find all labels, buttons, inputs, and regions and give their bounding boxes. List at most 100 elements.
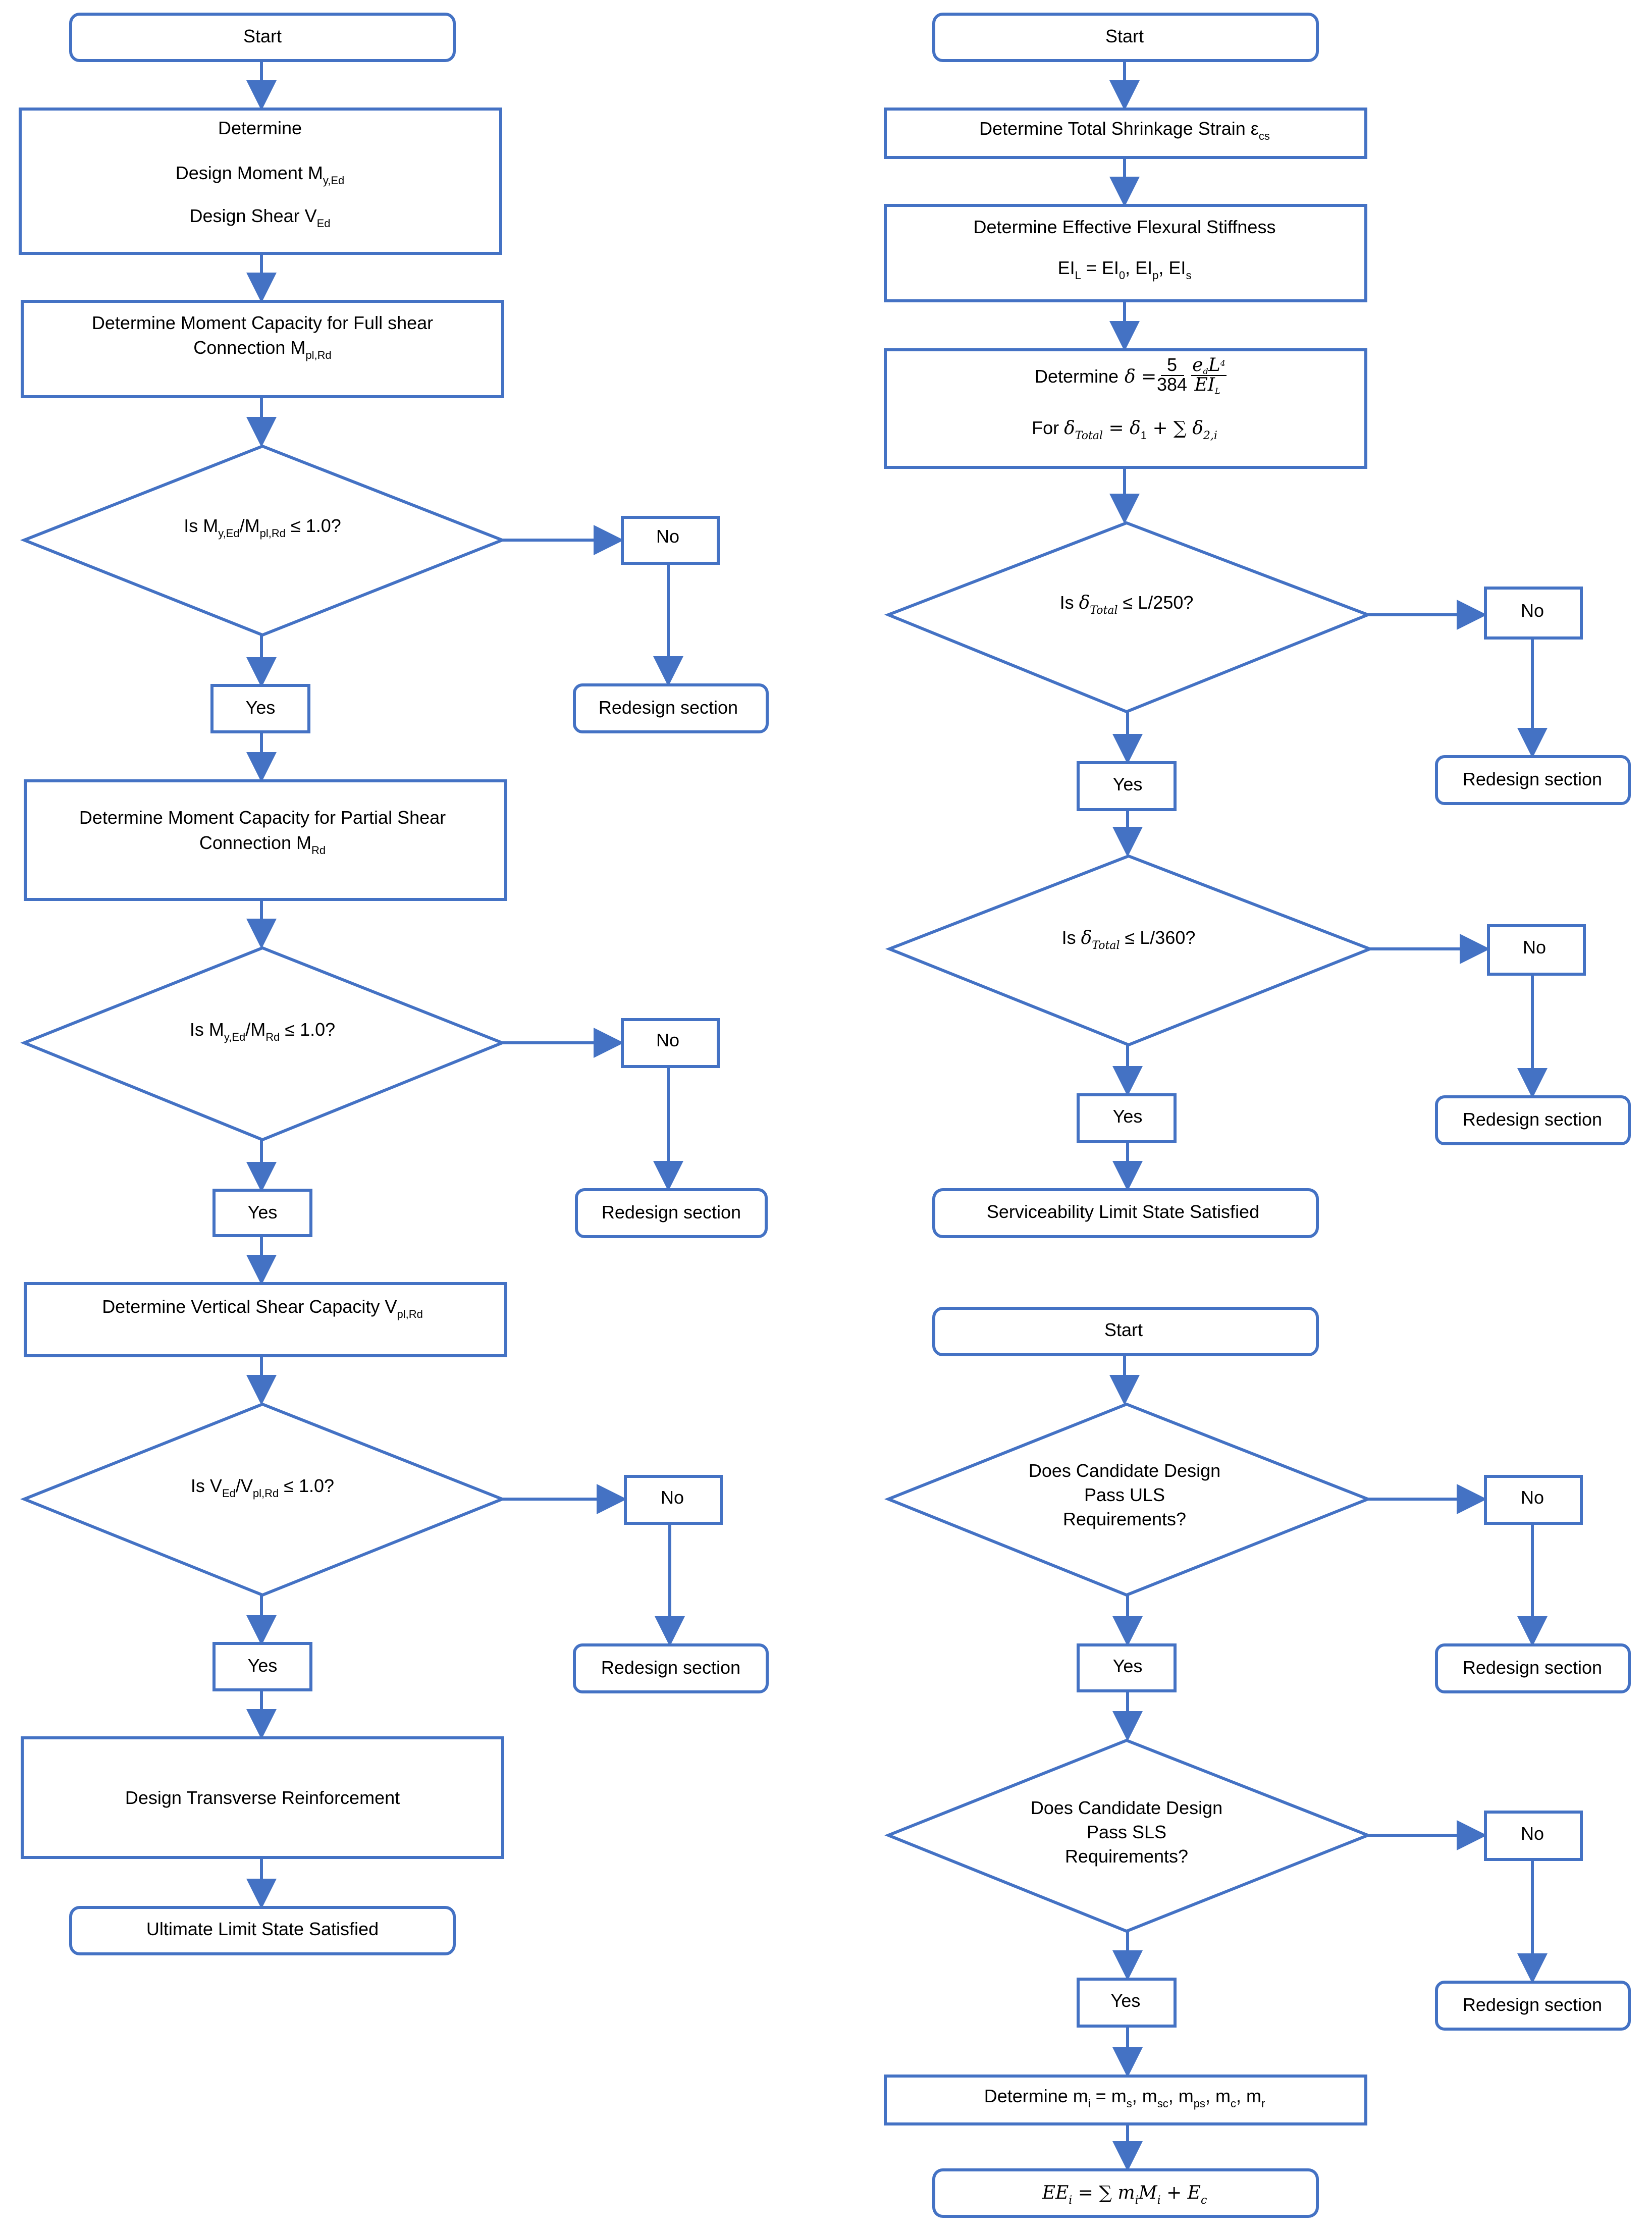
env-sls-line2: Pass SLS [1087, 1822, 1166, 1842]
env-uls-line3: Requirements? [1063, 1509, 1186, 1529]
uls-check-partial-diamond: Is My,Ed/MRd ≤ 1.0? [20, 946, 507, 1142]
uls-design-actions-box: Determine Design Moment My,Ed Design She… [19, 108, 502, 255]
sls-yes-1: Yes [1077, 761, 1177, 811]
sls-no-1-label: No [1521, 600, 1544, 621]
sls-for-total: For δTotal = δ1 + ∑ δ2,i [1032, 417, 1217, 442]
sls-start: Start [932, 13, 1319, 62]
env-uls-line1: Does Candidate Design [1029, 1460, 1220, 1481]
env-no-2-label: No [1521, 1823, 1544, 1844]
uls-end-label: Ultimate Limit State Satisfied [146, 1919, 379, 1939]
sls-no-2-label: No [1523, 937, 1546, 958]
sls-no-2: No [1487, 924, 1586, 976]
sls-redesign-1: Redesign section [1435, 755, 1631, 805]
sls-stiffness-ei: EIL = EI0, EIp, EIs [1058, 257, 1192, 282]
uls-partial-shear-line1: Determine Moment Capacity for Partial Sh… [79, 807, 446, 828]
uls-start-label: Start [243, 26, 282, 46]
env-start-label: Start [1104, 1319, 1143, 1340]
env-no-1: No [1484, 1475, 1583, 1525]
env-mass-box: Determine mi = ms, msc, mps, mc, mr [884, 2075, 1367, 2125]
sls-frac-num: edL4 [1192, 355, 1225, 376]
uls-no-2-label: No [656, 1030, 679, 1050]
uls-partial-shear-box: Determine Moment Capacity for Partial Sh… [24, 779, 507, 901]
env-uls-line2: Pass ULS [1084, 1484, 1165, 1505]
uls-check-full-shear-label: Is My,Ed/Mpl,Rd ≤ 1.0? [184, 515, 341, 540]
uls-redesign-2: Redesign section [575, 1188, 768, 1238]
sls-yes-2-label: Yes [1113, 1106, 1143, 1127]
uls-no-3: No [624, 1475, 723, 1525]
sls-shrinkage-box: Determine Total Shrinkage Strain εcs [884, 108, 1367, 159]
sls-stiffness-title: Determine Effective Flexural Stiffness [974, 217, 1276, 237]
env-redesign-2-label: Redesign section [1463, 1994, 1602, 2015]
uls-yes-3-label: Yes [248, 1655, 278, 1676]
uls-determine-label: Determine [218, 118, 302, 138]
env-redesign-1-label: Redesign section [1463, 1657, 1602, 1678]
sls-yes-2: Yes [1077, 1093, 1177, 1143]
uls-redesign-3-label: Redesign section [601, 1657, 740, 1678]
uls-no-1: No [621, 516, 720, 565]
env-no-2: No [1484, 1811, 1583, 1861]
uls-no-1-label: No [656, 526, 679, 547]
sls-frac-den: EIL [1194, 375, 1220, 396]
uls-design-moment-label: Design Moment My,Ed [176, 163, 345, 187]
uls-check-full-shear-diamond: Is My,Ed/Mpl,Rd ≤ 1.0? [20, 444, 507, 637]
env-redesign-2: Redesign section [1435, 1981, 1631, 2031]
sls-frac-coeff-den: 384 [1157, 374, 1187, 395]
uls-vshear-box: Determine Vertical Shear Capacity Vpl,Rd [24, 1282, 507, 1357]
uls-redesign-3: Redesign section [573, 1643, 769, 1693]
env-no-1-label: No [1521, 1487, 1544, 1508]
sls-check-250-label: Is δTotal ≤ L/250? [1060, 592, 1194, 617]
uls-partial-shear-line2: Connection MRd [199, 832, 326, 857]
env-check-sls-diamond: Does Candidate Design Pass SLS Requireme… [884, 1738, 1372, 1933]
env-yes-2: Yes [1077, 1978, 1177, 2028]
env-embodied-energy: EEi = ∑ miMi + Ec [932, 2168, 1319, 2218]
sls-redesign-2: Redesign section [1435, 1095, 1631, 1145]
uls-redesign-1: Redesign section [573, 683, 769, 733]
sls-yes-1-label: Yes [1113, 774, 1143, 794]
sls-deflection-box: Determine δ = 5 384 edL4 EIL For δTotal … [884, 348, 1367, 469]
sls-redesign-2-label: Redesign section [1463, 1109, 1602, 1130]
uls-check-vshear-diamond: Is VEd/Vpl,Rd ≤ 1.0? [20, 1402, 507, 1597]
sls-start-label: Start [1105, 26, 1144, 46]
env-yes-1: Yes [1077, 1643, 1177, 1692]
uls-full-shear-line1: Determine Moment Capacity for Full shear [92, 312, 433, 333]
uls-transverse-box: Design Transverse Reinforcement [21, 1736, 504, 1859]
uls-check-vshear-label: Is VEd/Vpl,Rd ≤ 1.0? [191, 1475, 334, 1500]
sls-redesign-1-label: Redesign section [1463, 769, 1602, 789]
env-redesign-1: Redesign section [1435, 1643, 1631, 1693]
sls-stiffness-box: Determine Effective Flexural Stiffness E… [884, 204, 1367, 302]
uls-yes-1-label: Yes [246, 697, 276, 718]
sls-check-250-diamond: Is δTotal ≤ L/250? [884, 521, 1372, 714]
sls-no-1: No [1484, 587, 1583, 640]
uls-yes-2-label: Yes [248, 1202, 278, 1222]
env-start: Start [932, 1307, 1319, 1356]
uls-no-2: No [621, 1018, 720, 1068]
sls-end-label: Serviceability Limit State Satisfied [987, 1201, 1259, 1222]
uls-design-shear-label: Design Shear VEd [189, 205, 330, 230]
env-ee-label: EEi = ∑ miMi + Ec [1042, 2183, 1207, 2207]
uls-no-3-label: No [661, 1487, 684, 1508]
uls-redesign-2-label: Redesign section [602, 1202, 741, 1222]
env-sls-line1: Does Candidate Design [1031, 1797, 1222, 1818]
env-yes-2-label: Yes [1111, 1990, 1141, 2011]
sls-check-360-diamond: Is δTotal ≤ L/360? [885, 854, 1374, 1047]
uls-start: Start [69, 13, 456, 62]
sls-deflection-determine: Determine [1035, 366, 1118, 387]
sls-shrinkage-label: Determine Total Shrinkage Strain εcs [979, 118, 1270, 142]
flow-connectors [246, 61, 1548, 2171]
uls-check-partial-label: Is My,Ed/MRd ≤ 1.0? [190, 1019, 335, 1043]
uls-full-shear-line2: Connection Mpl,Rd [193, 337, 331, 361]
uls-yes-1: Yes [210, 684, 310, 733]
env-sls-line3: Requirements? [1065, 1846, 1188, 1867]
sls-frac-coeff-num: 5 [1167, 354, 1177, 375]
uls-end: Ultimate Limit State Satisfied [69, 1906, 456, 1955]
uls-transverse-label: Design Transverse Reinforcement [125, 1787, 400, 1808]
sls-check-360-label: Is δTotal ≤ L/360? [1062, 927, 1196, 952]
env-check-uls-diamond: Does Candidate Design Pass ULS Requireme… [884, 1402, 1372, 1597]
uls-vshear-label: Determine Vertical Shear Capacity Vpl,Rd [102, 1296, 423, 1320]
uls-redesign-1-label: Redesign section [599, 697, 738, 718]
sls-deflection-eq: δ = [1125, 366, 1156, 387]
uls-yes-2: Yes [212, 1189, 312, 1237]
env-mass-label: Determine mi = ms, msc, mps, mc, mr [984, 2086, 1265, 2110]
uls-full-shear-box: Determine Moment Capacity for Full shear… [21, 300, 504, 398]
